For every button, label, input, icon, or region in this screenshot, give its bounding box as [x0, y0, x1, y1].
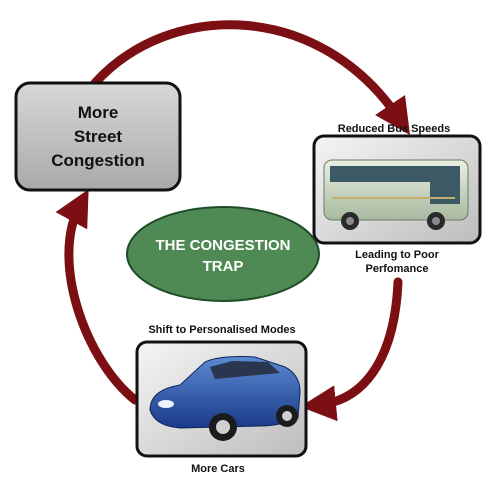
congestion-line-1: More [78, 103, 119, 122]
car-panel: Shift to Personalised Modes More Cars [135, 324, 308, 475]
bus-bottom-line-1: Leading to Poor [355, 249, 439, 261]
center-line-1: THE CONGESTION [155, 237, 290, 254]
car-illustration [149, 356, 301, 441]
congestion-line-2: Street [74, 127, 123, 146]
congestion-line-3: Congestion [51, 151, 145, 170]
bus-illustration [323, 159, 469, 230]
arrow-right [300, 277, 403, 422]
congestion-box: More Street Congestion [14, 81, 182, 192]
arrow-left [55, 189, 140, 405]
car-top-label: Shift to Personalised Modes [148, 324, 295, 336]
bus-top-label: Reduced Bus Speeds [338, 123, 450, 135]
center-label: THE CONGESTION TRAP [126, 206, 320, 302]
bus-panel: Reduced Bus Speeds Leading to Poor Perfo… [312, 123, 482, 275]
car-bottom-label: More Cars [191, 463, 245, 475]
center-line-2: TRAP [203, 258, 244, 275]
bus-bottom-line-2: Perfomance [366, 263, 429, 275]
arrow-top [90, 20, 410, 135]
